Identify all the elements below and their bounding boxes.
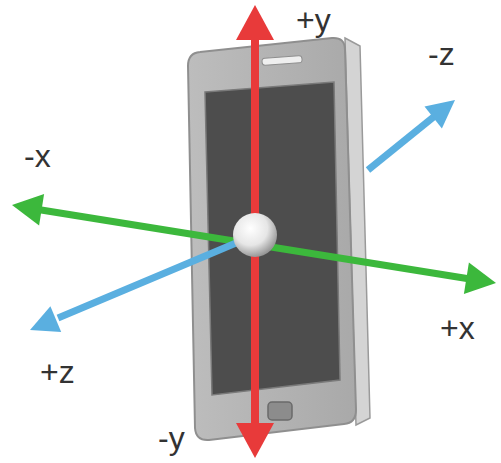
origin-sphere	[233, 213, 277, 257]
axis-label: +x	[440, 312, 475, 344]
axis-label: -y	[158, 422, 185, 454]
axis-label: -x	[24, 140, 51, 172]
axis-label: +z	[40, 356, 75, 388]
axis-label: -z	[428, 38, 455, 70]
minus-z-axis	[368, 100, 455, 170]
axis-label: +y	[296, 4, 331, 36]
plus-z-axis	[30, 235, 255, 332]
